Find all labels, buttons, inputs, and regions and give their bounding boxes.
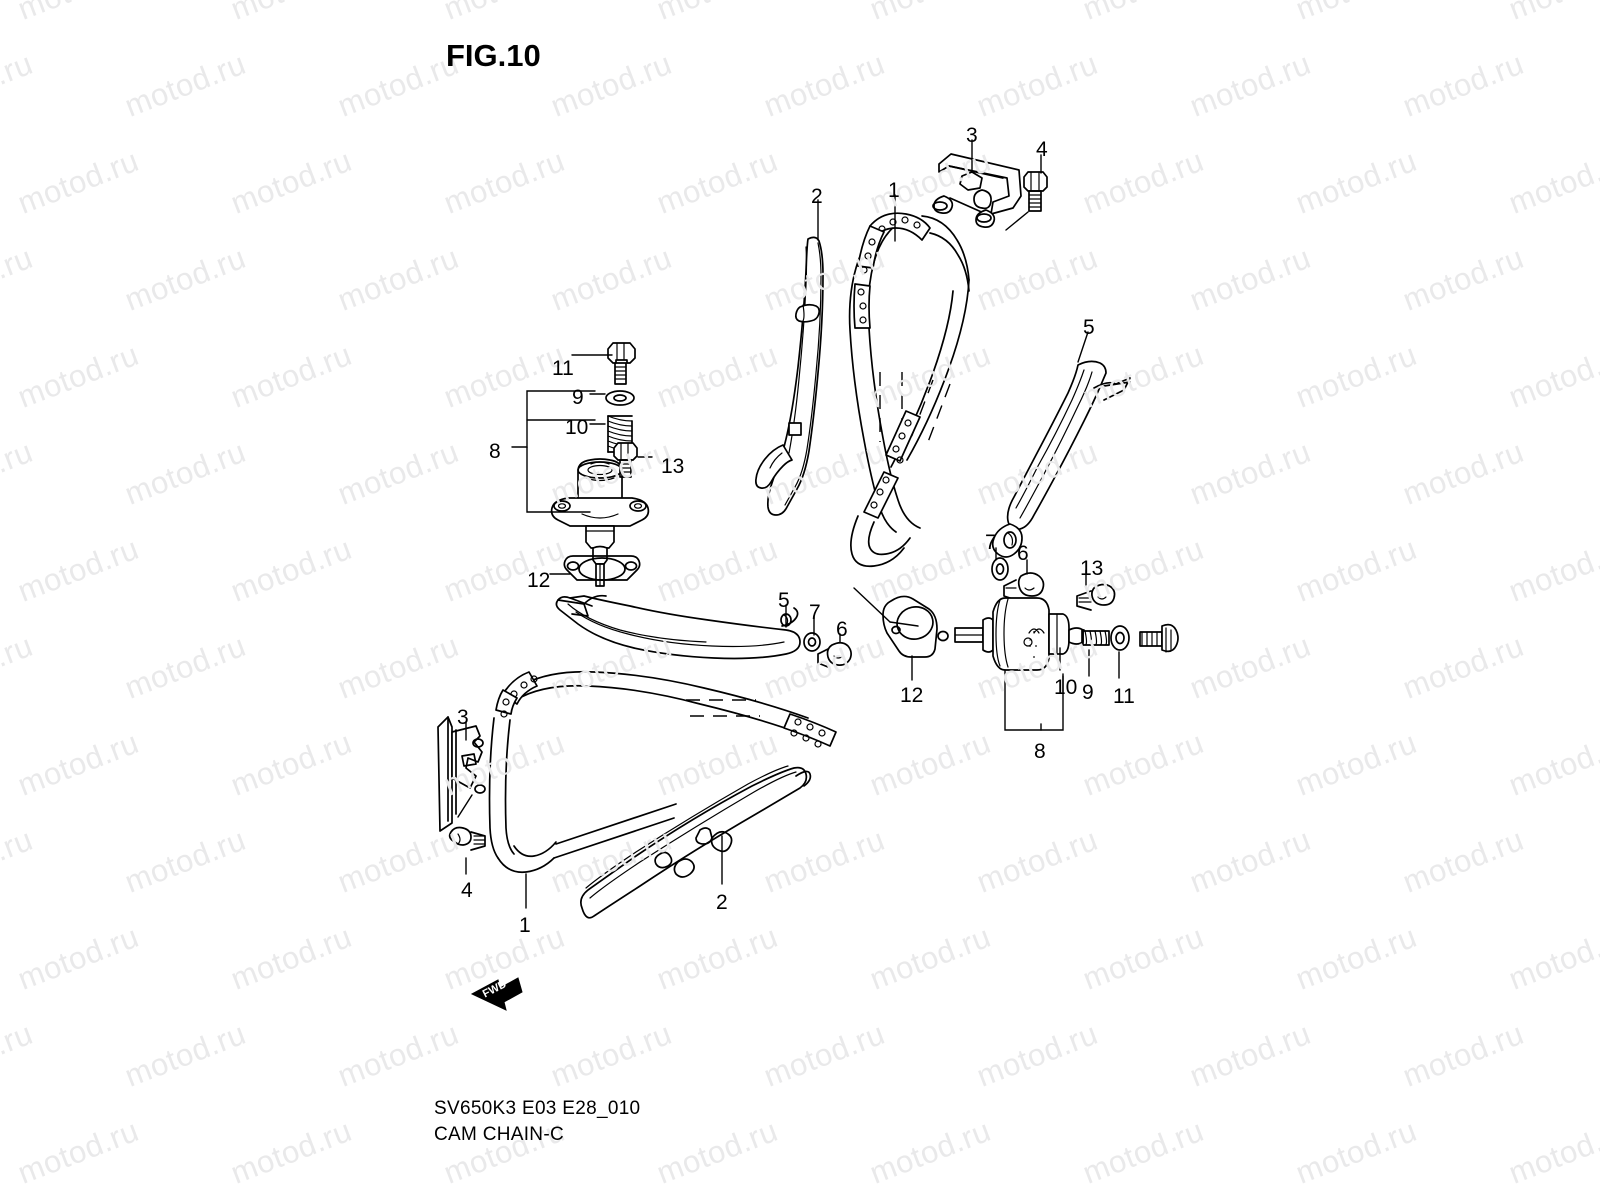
callout-number-bolt-bracket-lower: 4 bbox=[461, 879, 473, 902]
bolt-6-right bbox=[1003, 572, 1045, 601]
tensioner-shoe-5-lower bbox=[555, 594, 801, 660]
chain-guide-2-lower bbox=[580, 765, 812, 919]
callout-number-tensioner-assy-upper: 8 bbox=[489, 440, 501, 463]
bolt-11-lower bbox=[1139, 623, 1179, 653]
callout-number-spring-upper: 10 bbox=[565, 416, 589, 439]
callout-number-gasket-upper: 12 bbox=[527, 569, 551, 592]
chain-guide-2-upper bbox=[755, 236, 824, 516]
bolt-4-lower bbox=[448, 826, 486, 851]
washer-7-left bbox=[803, 632, 821, 652]
washer-7-right bbox=[991, 557, 1009, 581]
bolt-4-upper bbox=[1005, 171, 1048, 231]
callout-number-tensioner-assy-lower: 8 bbox=[1034, 740, 1046, 763]
callout-number-bolt-tensioner-upper: 11 bbox=[552, 357, 574, 380]
callout-number-bolt-tensioner-body-lower: 13 bbox=[1080, 557, 1104, 580]
callout-number-bolt-tensioner-lower: 11 bbox=[1113, 685, 1135, 708]
gasket-12-right bbox=[853, 587, 949, 658]
callout-number-spring-lower: 10 bbox=[1054, 676, 1078, 699]
upper-tensioner-assembly bbox=[511, 342, 653, 587]
washer-9-upper bbox=[605, 390, 635, 406]
cam-chain-1-lower bbox=[488, 670, 837, 874]
callout-leaders-upper-right bbox=[817, 139, 1089, 363]
guide-bracket-3-lower bbox=[437, 716, 486, 832]
callout-leaders-lower-left bbox=[465, 604, 841, 909]
gasket-12-upper bbox=[563, 555, 641, 581]
bolt-13-upper bbox=[613, 442, 638, 478]
chain-links-lower-left-run bbox=[500, 698, 510, 718]
upper-chain-assembly bbox=[755, 139, 1131, 568]
page-title: FIG.10 bbox=[446, 38, 541, 73]
spring-coils-lower bbox=[1028, 628, 1045, 634]
bolt-13-right bbox=[1076, 569, 1116, 611]
cam-chain-1-upper bbox=[848, 212, 970, 568]
caption-assembly-name: CAM CHAIN-C bbox=[434, 1124, 564, 1145]
caption-model-code: SV650K3 E03 E28_010 bbox=[434, 1098, 641, 1119]
callout-number-washer-shoe-upper: 7 bbox=[985, 531, 997, 554]
tensioner-shoe-5-upper bbox=[991, 360, 1131, 558]
bolt-11-upper bbox=[607, 342, 636, 385]
fwd-arrow-icon: FWD bbox=[470, 977, 523, 1011]
lower-tensioner-assembly bbox=[853, 547, 1179, 731]
chain-links-lower-right bbox=[790, 718, 826, 748]
callout-number-washer-lower: 9 bbox=[1082, 681, 1094, 704]
callout-number-chain-guide-bracket-lower: 3 bbox=[457, 706, 469, 729]
callout-number-chain-guide-upper: 2 bbox=[811, 185, 823, 208]
callout-number-tensioner-shoe-lower: 5 bbox=[778, 589, 790, 612]
guide-bracket-3-upper bbox=[932, 153, 1022, 228]
tensioner-body-lower bbox=[954, 597, 1084, 671]
callout-number-gasket-lower: 12 bbox=[900, 684, 924, 707]
callout-number-bolt-shoe-lower: 6 bbox=[836, 618, 848, 641]
callout-number-bolt-tensioner-body-upper: 13 bbox=[661, 455, 685, 478]
callout-number-cam-chain-upper: 1 bbox=[888, 179, 900, 202]
callout-number-tensioner-shoe-upper: 5 bbox=[1083, 316, 1095, 339]
callout-leaders-lower-tensioner bbox=[911, 547, 1120, 731]
washer-9-lower bbox=[1110, 625, 1130, 651]
callout-number-washer-shoe-lower: 7 bbox=[809, 601, 821, 624]
chain-links-upper-left bbox=[860, 238, 876, 274]
bolt-6-left bbox=[817, 641, 852, 668]
callout-number-bolt-bracket-upper: 4 bbox=[1036, 138, 1048, 161]
chain-links-bottom-2 bbox=[870, 476, 890, 509]
callout-number-cam-chain-lower: 1 bbox=[519, 914, 531, 937]
tensioner-body-upper bbox=[550, 458, 650, 587]
chain-links-bottom-right bbox=[892, 419, 912, 464]
spring-10-lower bbox=[1028, 628, 1110, 658]
callout-number-bolt-shoe-upper: 6 bbox=[1017, 542, 1029, 565]
callout-number-washer-upper: 9 bbox=[572, 386, 584, 409]
callout-number-chain-guide-bracket-upper: 3 bbox=[966, 124, 978, 147]
callout-number-chain-guide-lower: 2 bbox=[716, 891, 728, 914]
callout-leaders-upper-tensioner bbox=[511, 354, 653, 575]
chain-links-left-run bbox=[857, 288, 867, 324]
lower-chain-assembly bbox=[437, 594, 852, 919]
